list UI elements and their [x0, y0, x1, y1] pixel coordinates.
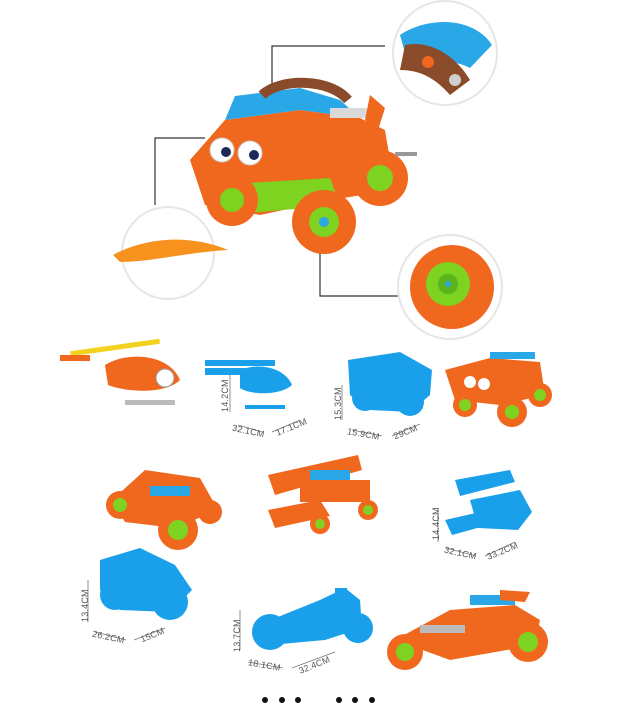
detail-zoom-roof — [392, 0, 498, 106]
model-plane — [268, 455, 378, 534]
pagination-dot[interactable] — [295, 697, 302, 703]
dim-truck-height: 15.3CM — [333, 387, 343, 420]
dim-helicopter-height: 14.2CM — [220, 379, 230, 412]
detail-zoom-wheel — [397, 234, 503, 340]
dimension-lines — [87, 375, 516, 669]
model-dragster — [387, 590, 548, 670]
silhouette-buggy — [100, 548, 192, 620]
detail-zoom-fender — [113, 206, 228, 300]
model-truck-small — [445, 352, 552, 427]
pagination-dot[interactable] — [278, 697, 285, 703]
dim-buggy-height: 13.4CM — [80, 589, 90, 622]
pagination-dot[interactable] — [352, 697, 359, 703]
pagination-dot[interactable] — [368, 697, 375, 703]
pagination-dot[interactable] — [262, 697, 269, 703]
model-buggy — [106, 470, 222, 550]
hero-monster-truck — [154, 45, 417, 297]
pagination-dot[interactable] — [335, 697, 342, 703]
pagination-dots[interactable] — [0, 690, 637, 708]
silhouette-dragster — [252, 588, 373, 650]
model-helicopter — [60, 338, 180, 405]
silhouette-plane — [445, 470, 532, 535]
silhouette-truck — [348, 352, 432, 416]
dim-dragster-height: 13.7CM — [232, 619, 242, 652]
silhouette-helicopter — [205, 360, 292, 409]
dim-plane-height: 14.4CM — [431, 507, 441, 540]
